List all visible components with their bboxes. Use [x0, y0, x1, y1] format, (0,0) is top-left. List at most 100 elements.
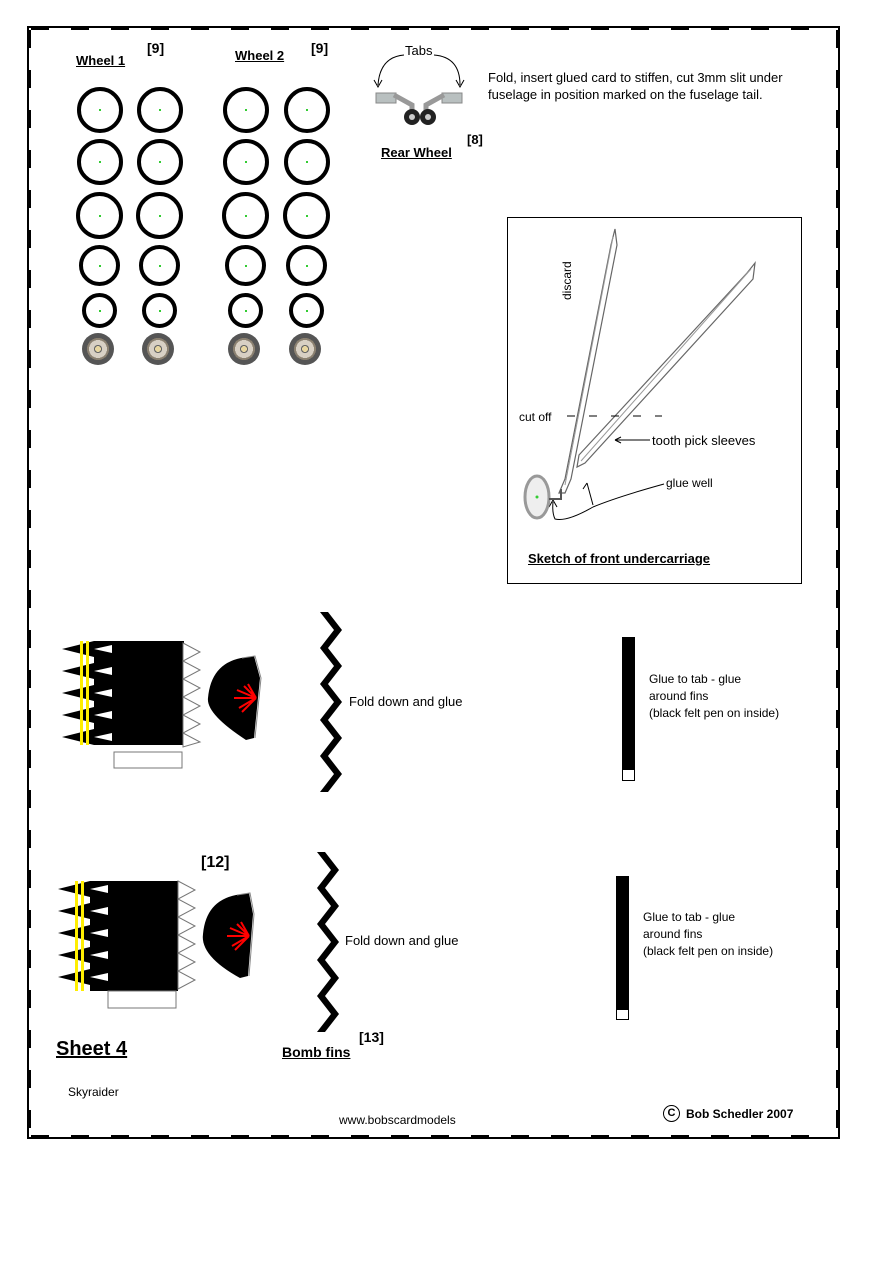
border-dash	[836, 470, 840, 488]
border-dash	[791, 26, 809, 30]
border-dash	[27, 830, 31, 848]
wheel-circle	[136, 192, 183, 239]
glue-tab-end-2	[616, 1009, 629, 1020]
wheel-circle	[223, 87, 269, 133]
wheel-circle	[76, 192, 123, 239]
glue-tab-note-2: Glue to tab - glue around fins (black fe…	[643, 909, 773, 960]
wheel-hub	[142, 333, 174, 365]
border-dash	[27, 70, 31, 88]
wheel-circle	[137, 87, 183, 133]
border-dash	[836, 110, 840, 128]
glue-tab-strip-2	[616, 876, 629, 1009]
border-dash	[27, 870, 31, 888]
border-dash	[27, 710, 31, 728]
sketch-cut-off-label: cut off	[519, 410, 552, 424]
border-dash	[27, 550, 31, 568]
border-dash	[27, 270, 31, 288]
border-dash	[27, 1070, 31, 1088]
border-dash	[836, 1070, 840, 1088]
border-dash	[27, 790, 31, 808]
border-dash	[71, 26, 89, 30]
wheel-circle	[284, 139, 330, 185]
border-dash	[231, 1135, 249, 1139]
border-dash	[471, 1135, 489, 1139]
border-dash	[836, 710, 840, 728]
border-dash	[71, 1135, 89, 1139]
bomb-count: [12]	[201, 854, 230, 871]
rear-wheel-instruction: Fold, insert glued card to stiffen, cut …	[488, 70, 783, 102]
border-dash	[551, 26, 569, 30]
border-dash	[27, 1030, 31, 1048]
border-dash	[836, 830, 840, 848]
glue-tab-end-1	[622, 769, 635, 781]
border-dash	[151, 26, 169, 30]
border-dash	[836, 350, 840, 368]
wheel2-count: [9]	[311, 40, 329, 56]
border-dash	[791, 1135, 809, 1139]
bomb-fins-strip-2	[317, 852, 339, 1032]
rear-wheel-illustration	[373, 54, 465, 125]
border-dash	[711, 26, 729, 30]
border-dash	[591, 1135, 609, 1139]
border-dash	[836, 1030, 840, 1048]
tabs-label: Tabs	[405, 43, 433, 58]
border-dash	[27, 950, 31, 968]
copyright-text: Bob Schedler 2007	[686, 1107, 794, 1121]
bomb-fins-count: [13]	[359, 1029, 384, 1045]
border-dash	[836, 270, 840, 288]
border-dash	[711, 1135, 729, 1139]
wheel-circle	[284, 87, 330, 133]
wheel-circle	[77, 139, 123, 185]
bomb-fins-strip-1	[320, 612, 342, 792]
rear-wheel-title: Rear Wheel	[381, 145, 452, 160]
border-dash	[27, 30, 31, 48]
undercarriage-sketch-drawing	[523, 228, 756, 520]
border-dash	[27, 350, 31, 368]
border-dash	[27, 910, 31, 928]
wheel1-label: Wheel 1	[76, 53, 126, 68]
border-dash	[511, 1135, 529, 1139]
border-dash	[391, 1135, 409, 1139]
wheel2-label: Wheel 2	[235, 48, 285, 63]
border-dash	[151, 1135, 169, 1139]
model-name: Skyraider	[68, 1085, 119, 1099]
sketch-discard-label: discard	[560, 261, 574, 300]
border-dash	[836, 990, 840, 1008]
border-dash	[631, 1135, 649, 1139]
border-dash	[836, 150, 840, 168]
border-dash	[271, 26, 289, 30]
border-dash	[836, 950, 840, 968]
wheel-circle	[289, 293, 324, 328]
border-dash	[111, 26, 129, 30]
border-dash	[351, 26, 369, 30]
border-dash	[27, 670, 31, 688]
border-dash	[191, 1135, 209, 1139]
border-dash	[471, 26, 489, 30]
border-dash	[836, 590, 840, 608]
border-dash	[836, 550, 840, 568]
glue-tab-note-2-line-2: around fins	[643, 927, 703, 941]
border-dash	[591, 26, 609, 30]
glue-tab-note-1-line-3: (black felt pen on inside)	[649, 706, 780, 720]
border-dash	[27, 590, 31, 608]
border-dash	[27, 110, 31, 128]
wheel-hub	[289, 333, 321, 365]
bomb-part-2	[58, 880, 255, 1009]
border-dash	[751, 1135, 769, 1139]
wheel-hub	[82, 333, 114, 365]
glue-tab-strip-1	[622, 637, 635, 769]
glue-tab-note-2-line-3: (black felt pen on inside)	[643, 944, 774, 958]
border-dash	[27, 430, 31, 448]
wheel-circle	[79, 245, 120, 286]
wheel-circle	[225, 245, 266, 286]
border-dash	[311, 1135, 329, 1139]
sketch-tooth-pick-label: tooth pick sleeves	[652, 433, 756, 448]
border-dash	[551, 1135, 569, 1139]
border-dash	[311, 26, 329, 30]
glue-tab-note-2-line-1: Glue to tab - glue	[643, 910, 736, 924]
border-dash	[391, 26, 409, 30]
undercarriage-sketch-box	[507, 217, 802, 584]
copyright-symbol: C	[663, 1105, 680, 1122]
border-dash	[836, 70, 840, 88]
border-dash	[836, 670, 840, 688]
